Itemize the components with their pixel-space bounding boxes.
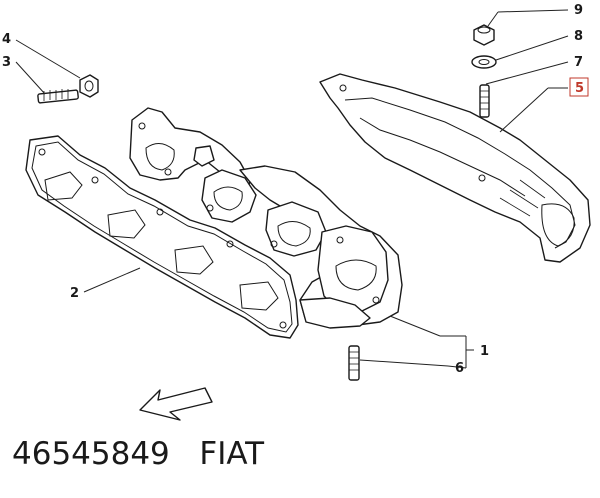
brand-name: FIAT [199, 436, 265, 472]
callout-5-box [569, 77, 589, 97]
callout-5: 5 [575, 81, 584, 96]
callout-2: 2 [70, 286, 79, 301]
callout-labels: 4 3 2 9 8 7 5 1 6 [2, 3, 589, 376]
nut-part-top [473, 24, 495, 46]
gasket-part [25, 135, 299, 339]
nut-part-left [79, 74, 99, 98]
callout-1: 1 [480, 344, 489, 359]
callout-8: 8 [574, 29, 583, 44]
direction-arrow-icon [139, 387, 213, 421]
callout-4: 4 [2, 32, 11, 47]
callout-9: 9 [574, 3, 583, 18]
stud-part-left [37, 89, 79, 104]
part-number: 46545849 [12, 436, 170, 472]
callout-3: 3 [2, 55, 11, 70]
stud-part-top [479, 84, 490, 118]
callout-7: 7 [574, 55, 583, 70]
callout-6: 6 [455, 361, 464, 376]
stud-part-bottom [348, 345, 360, 381]
part-caption: 46545849 FIAT [12, 436, 264, 472]
leader-lines [15, 9, 569, 369]
washer-part [471, 55, 497, 69]
exhaust-manifold-part [129, 107, 403, 329]
heat-shield-part [319, 73, 591, 263]
